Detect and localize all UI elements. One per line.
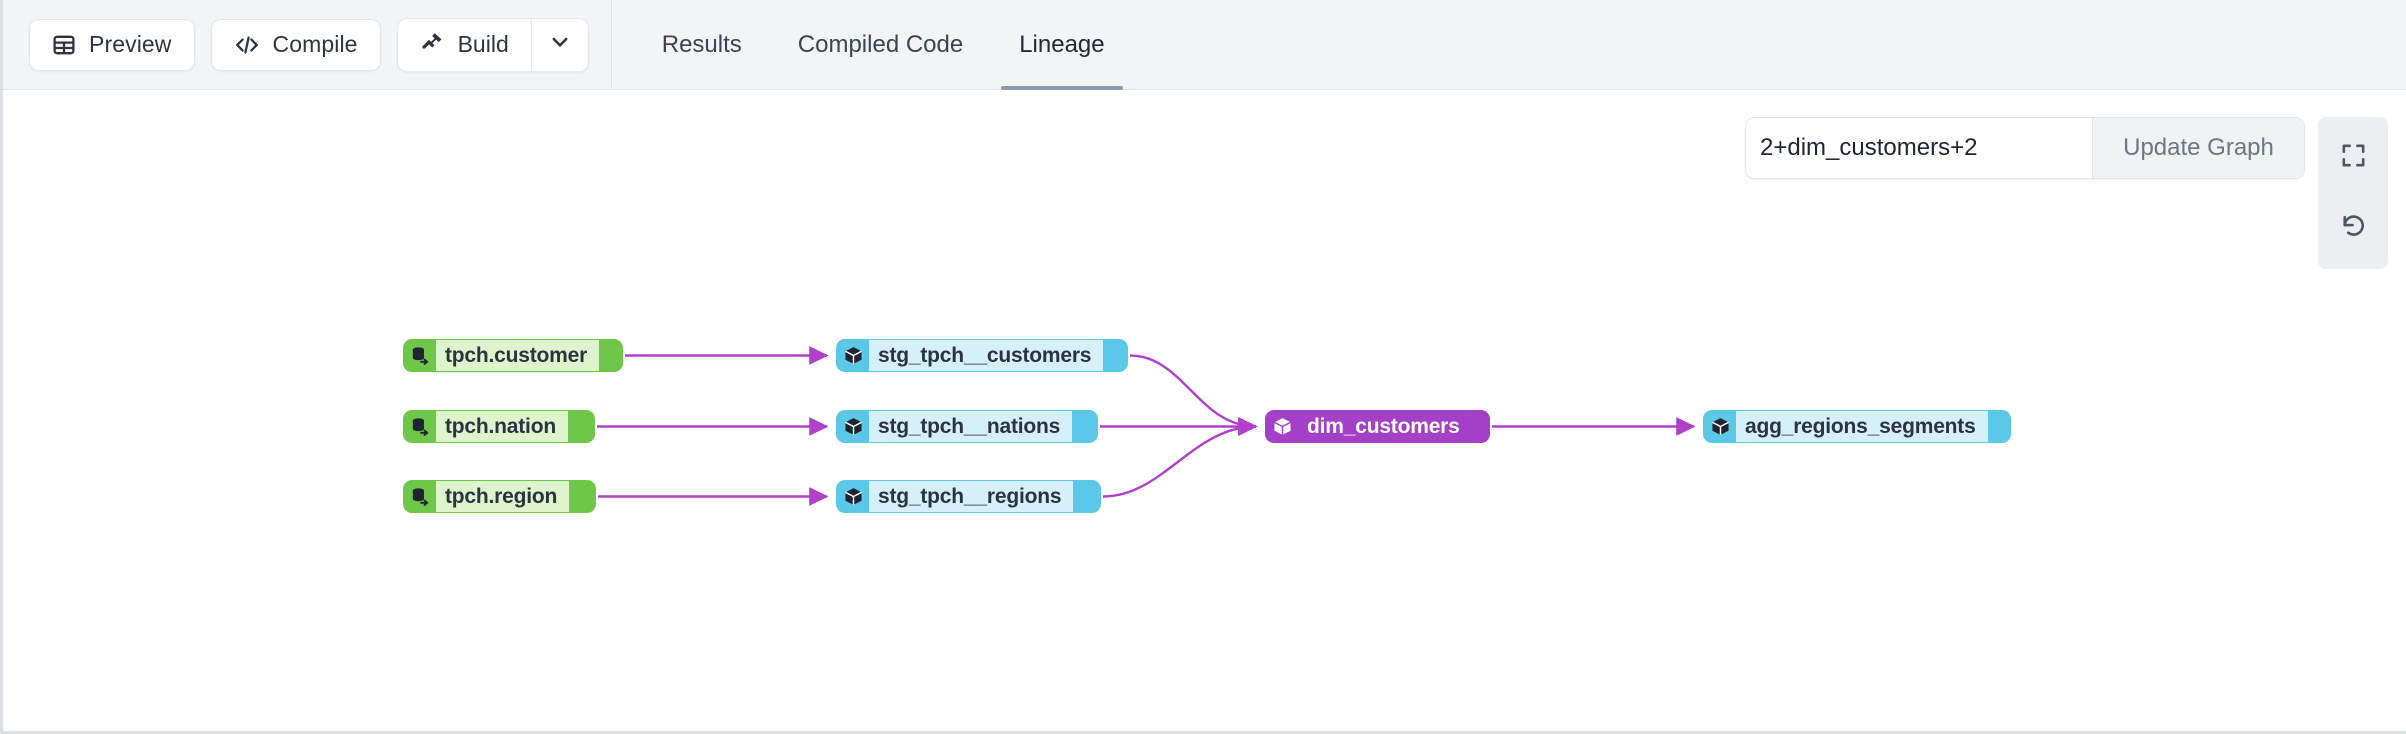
cube-model-icon <box>837 411 869 442</box>
lineage-node-label: tpch.customer <box>436 340 600 371</box>
action-button-group: Preview Compile <box>3 0 589 90</box>
lineage-node-label: stg_tpch__nations <box>869 411 1073 442</box>
build-dropdown-toggle[interactable] <box>530 18 588 71</box>
cube-model-icon <box>1704 411 1736 442</box>
build-button-label: Build <box>457 31 509 57</box>
tab-lineage[interactable]: Lineage <box>991 0 1132 90</box>
lineage-nodes: tpch.customer tpch.nation <box>3 90 2406 731</box>
lineage-selector-input[interactable] <box>1746 118 2092 178</box>
database-source-icon <box>404 481 436 512</box>
tab-results[interactable]: Results <box>634 0 770 90</box>
cube-model-icon <box>837 340 869 371</box>
cube-model-icon <box>837 481 869 512</box>
lineage-node-label: dim_customers <box>1298 411 1472 442</box>
code-brackets-icon <box>234 33 260 57</box>
reset-rotate-ccw-icon <box>2340 212 2367 244</box>
lineage-node-agg-regions-segments[interactable]: agg_regions_segments <box>1703 410 2011 443</box>
lineage-node-stg-tpch-nations[interactable]: stg_tpch__nations <box>836 410 1098 443</box>
database-source-icon <box>404 411 436 442</box>
lineage-node-label: stg_tpch__customers <box>869 340 1104 371</box>
lineage-node-tpch-nation[interactable]: tpch.nation <box>403 410 595 443</box>
lineage-node-label: agg_regions_segments <box>1736 411 1988 442</box>
lineage-node-stg-tpch-customers[interactable]: stg_tpch__customers <box>836 339 1128 372</box>
lineage-node-label: tpch.nation <box>436 411 568 442</box>
update-graph-button-label: Update Graph <box>2123 134 2274 161</box>
preview-button-label: Preview <box>89 31 172 57</box>
cube-model-icon <box>1266 411 1298 442</box>
editor-toolbar: Preview Compile <box>3 0 2406 90</box>
chevron-down-icon <box>548 30 572 59</box>
compile-button[interactable]: Compile <box>210 18 381 71</box>
lineage-view-controls <box>2318 117 2388 269</box>
tab-compiled-code-label: Compiled Code <box>797 30 964 58</box>
reset-graph-button[interactable] <box>2318 193 2388 263</box>
lineage-node-tpch-customer[interactable]: tpch.customer <box>403 339 623 372</box>
result-tabs: Results Compiled Code Lineage <box>634 0 1133 90</box>
tab-results-label: Results <box>661 30 742 58</box>
lineage-node-tpch-region[interactable]: tpch.region <box>403 480 596 513</box>
lineage-selector-group: Update Graph <box>1745 117 2305 179</box>
compile-button-label: Compile <box>272 31 358 57</box>
build-button[interactable]: Build <box>398 19 531 71</box>
lineage-node-stg-tpch-regions[interactable]: stg_tpch__regions <box>836 480 1101 513</box>
database-source-icon <box>404 340 436 371</box>
table-icon <box>52 33 76 57</box>
lineage-canvas[interactable]: tpch.customer tpch.nation <box>3 90 2406 731</box>
tab-lineage-label: Lineage <box>1019 30 1105 58</box>
update-graph-button[interactable]: Update Graph <box>2092 118 2304 178</box>
lineage-node-label: stg_tpch__regions <box>869 481 1074 512</box>
fullscreen-expand-icon <box>2340 142 2367 174</box>
preview-button[interactable]: Preview <box>29 18 195 71</box>
lineage-node-dim-customers[interactable]: dim_customers <box>1265 410 1490 443</box>
lineage-node-label: tpch.region <box>436 481 570 512</box>
toolbar-divider <box>610 0 612 90</box>
hammer-icon <box>420 30 445 60</box>
edge-stg-regions-to-dim <box>1102 417 1258 498</box>
build-split-button: Build <box>396 17 589 72</box>
edge-stg-customers-to-dim <box>1129 354 1258 436</box>
tab-compiled-code[interactable]: Compiled Code <box>770 0 991 90</box>
fullscreen-button[interactable] <box>2318 123 2388 193</box>
lineage-edges <box>597 346 1696 506</box>
